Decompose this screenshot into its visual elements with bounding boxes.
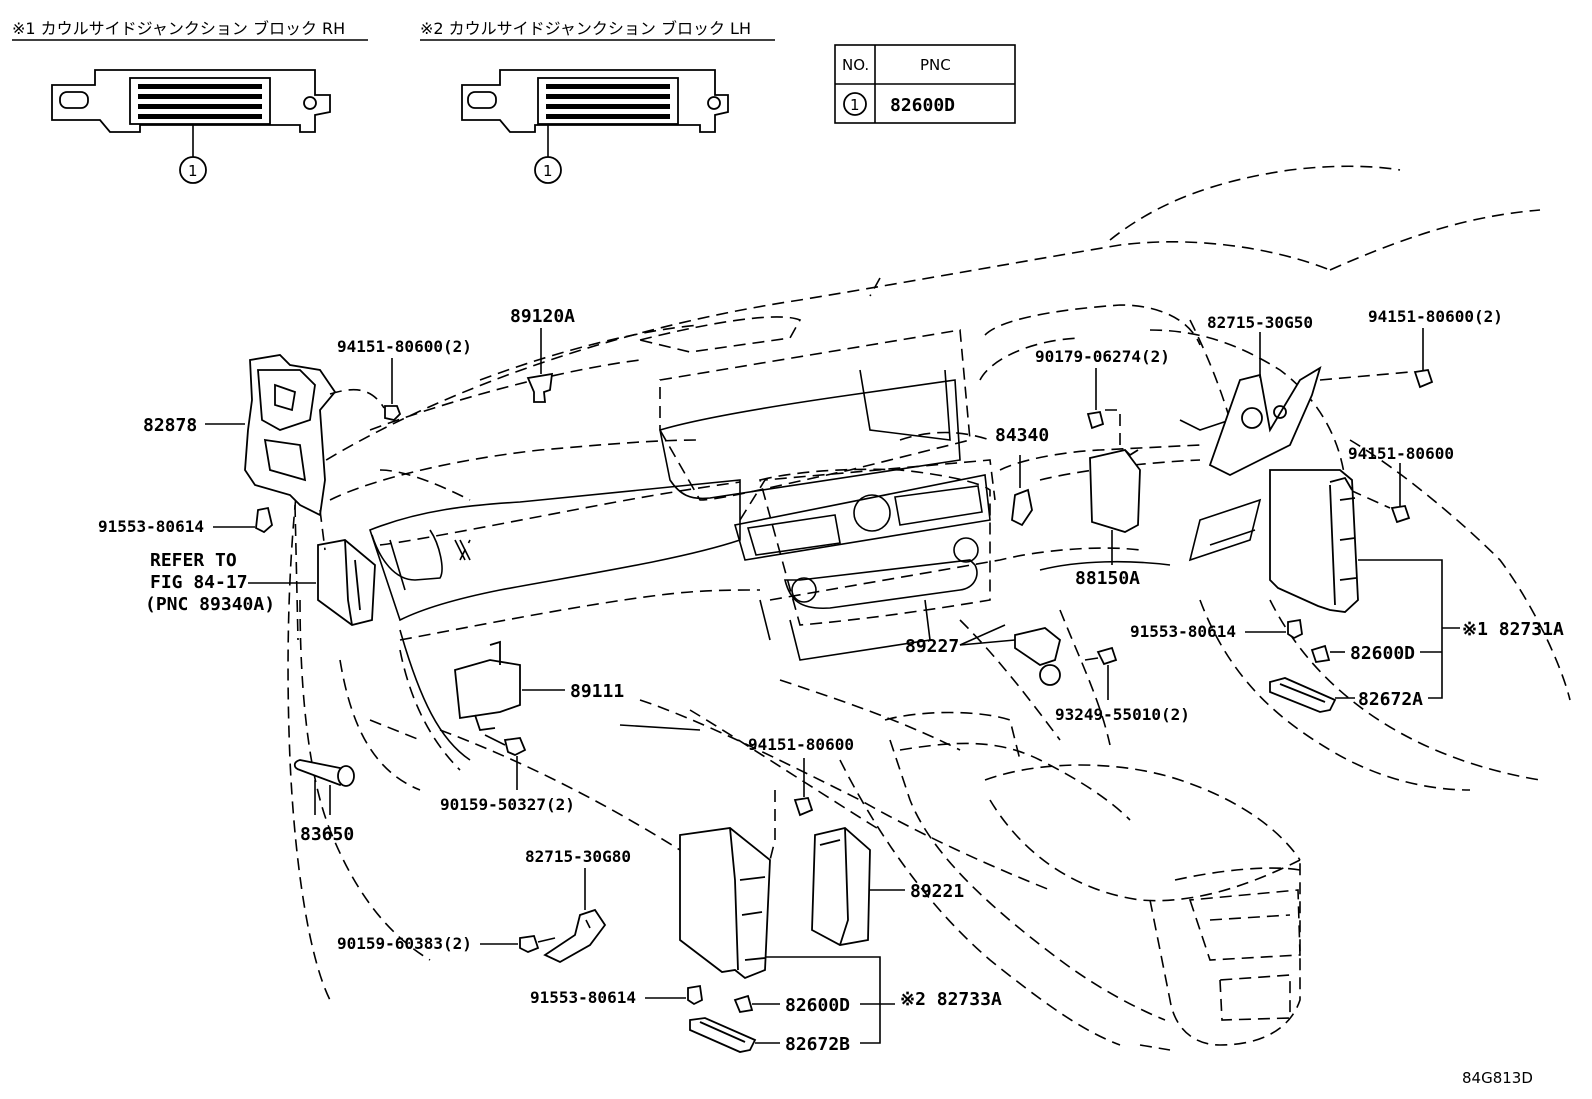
pnc-table: NO. PNC 1 82600D — [834, 44, 1016, 124]
label-88150A: 88150A — [1075, 568, 1140, 589]
rh-title: ※1 カウルサイドジャンクション ブロック RH — [12, 19, 345, 38]
label-82878: 82878 — [143, 415, 197, 436]
cover-82672B — [689, 1017, 757, 1053]
label-89227: 89227 — [905, 636, 959, 657]
nut-90179 — [1086, 410, 1105, 430]
label-refer-to: REFER TO — [150, 550, 237, 571]
label-93249: 93249-55010(2) — [1055, 705, 1190, 724]
label-91553-bottom: 91553-80614 — [530, 988, 636, 1007]
table-header-no: NO. — [842, 56, 869, 74]
bolt-93249 — [1084, 646, 1118, 666]
connector-pins-rh — [138, 84, 262, 119]
label-90159-60383: 90159-60383(2) — [337, 934, 472, 953]
label-89120A: 89120A — [510, 306, 575, 327]
junction-block-82733A — [679, 827, 771, 980]
label-94151-right-2: 94151-80600(2) — [1368, 307, 1503, 326]
label-90159-50327: 90159-50327(2) — [440, 795, 575, 814]
label-89221: 89221 — [910, 881, 964, 902]
label-refer-fig: FIG 84-17 — [150, 572, 248, 593]
bolt-94151-right — [1390, 504, 1411, 524]
bracket-82878 — [244, 354, 337, 517]
module-88150A — [1089, 448, 1141, 533]
lh-junction-block-inset: ※2 カウルサイドジャンクション ブロック LH 1 — [420, 19, 775, 184]
label-82600D-bottom: 82600D — [785, 995, 850, 1016]
clip-82600D-right — [1310, 644, 1331, 664]
label-82715-30G50: 82715-30G50 — [1207, 313, 1313, 332]
bolt-94151-right-2 — [1413, 368, 1434, 389]
clip-89120A — [526, 372, 554, 403]
instrument-panel-outline — [287, 165, 1571, 1051]
label-94151-left-2: 94151-80600(2) — [337, 337, 472, 356]
bolt-91553-bottom — [687, 984, 703, 1006]
callout-circle-rh — [179, 156, 207, 184]
bolt-91553-right — [1287, 618, 1303, 640]
label-91553-left: 91553-80614 — [98, 517, 204, 536]
junction-block-82731A — [1269, 469, 1359, 613]
label-94151-right: 94151-80600 — [1348, 444, 1454, 463]
label-83650: 83650 — [300, 824, 354, 845]
connector-pins-lh — [546, 84, 670, 119]
lh-title: ※2 カウルサイドジャンクション ブロック LH — [420, 19, 751, 38]
table-row-pnc: 82600D — [890, 95, 955, 116]
sensor-84340 — [1011, 455, 1033, 527]
label-82733A: ※2 82733A — [900, 989, 1002, 1010]
label-82731A: ※1 82731A — [1462, 619, 1564, 640]
label-refer-pnc: (PNC 89340A) — [145, 594, 275, 615]
callout-1-lh: 1 — [543, 162, 553, 180]
label-82600D-right: 82600D — [1350, 643, 1415, 664]
label-82715-30G80: 82715-30G80 — [525, 847, 631, 866]
sensor-83650 — [293, 759, 355, 787]
callout-1-rh: 1 — [188, 162, 198, 180]
label-90179: 90179-06274(2) — [1035, 347, 1170, 366]
label-84340: 84340 — [995, 425, 1049, 446]
module-89340A — [317, 539, 376, 626]
label-82672A: 82672A — [1358, 689, 1423, 710]
dashboard-solid-features — [369, 369, 1262, 761]
ecu-89221 — [811, 827, 871, 946]
table-header-pnc: PNC — [920, 56, 951, 74]
label-82672B: 82672B — [785, 1034, 850, 1055]
sensor-89227 — [1014, 627, 1062, 686]
bolt-91553-left — [255, 506, 274, 534]
cover-82672A — [1269, 677, 1337, 713]
label-89111: 89111 — [570, 681, 624, 702]
callout-circle-lh — [534, 156, 562, 184]
bracket-82715-30G50 — [1208, 366, 1322, 477]
label-94151-mid: 94151-80600 — [748, 735, 854, 754]
bolt-90159-50327 — [484, 734, 527, 756]
label-91553-right: 91553-80614 — [1130, 622, 1236, 641]
clip-82600D-bottom — [733, 994, 754, 1014]
bolt-94151-mid — [793, 796, 814, 817]
bolt-94151-left — [384, 405, 402, 421]
rh-junction-block-inset: ※1 カウルサイドジャンクション ブロック RH 1 — [12, 19, 368, 184]
table-row-no: 1 — [850, 96, 860, 114]
module-89111 — [454, 640, 521, 731]
bracket-82715-30G80 — [543, 908, 607, 964]
bolt-90159-60383 — [519, 935, 556, 953]
figure-code: 84G813D — [1462, 1069, 1533, 1087]
